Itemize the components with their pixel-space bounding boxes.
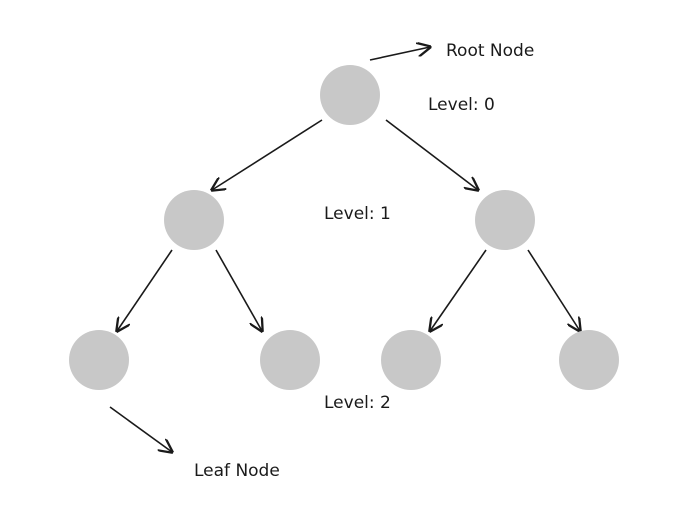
right-child-node xyxy=(475,190,535,250)
leaf-node-label: Leaf Node xyxy=(194,461,280,481)
edge-left-to-leaf-1 xyxy=(117,249,173,331)
edge-right-to-leaf-3 xyxy=(430,249,487,331)
leaf-node-1 xyxy=(69,330,129,390)
leaf-node-3 xyxy=(381,330,441,390)
level-0-label: Level: 0 xyxy=(428,95,495,115)
leaf-node-4 xyxy=(559,330,619,390)
root-node-pointer-arrow xyxy=(369,47,430,61)
level-2-label: Level: 2 xyxy=(324,393,391,413)
edge-left-to-leaf-2 xyxy=(215,249,262,331)
root-node xyxy=(320,65,380,125)
leaf-node-pointer-arrow xyxy=(109,406,172,452)
tree-edges xyxy=(117,119,580,331)
left-child-node xyxy=(164,190,224,250)
level-1-label: Level: 1 xyxy=(324,204,391,224)
tree-nodes xyxy=(69,65,619,390)
edge-root-to-left-child xyxy=(212,119,323,190)
edge-right-to-leaf-4 xyxy=(527,249,580,331)
edge-root-to-right-child xyxy=(385,119,478,190)
leaf-node-2 xyxy=(260,330,320,390)
root-node-label: Root Node xyxy=(446,41,534,61)
